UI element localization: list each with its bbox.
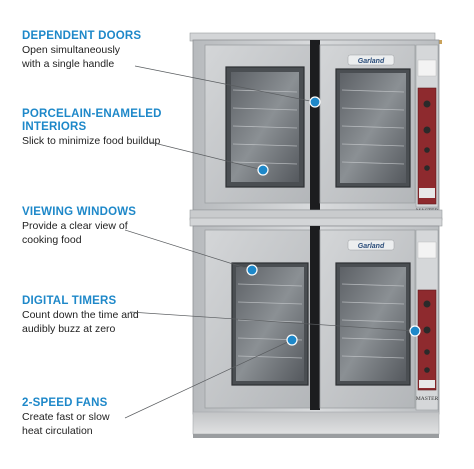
power-switch <box>424 165 430 171</box>
feature-desc-line: Provide a clear view of <box>22 220 128 232</box>
brand-logo: Garland <box>358 58 385 65</box>
feature-desc-line: Count down the time and <box>22 309 139 321</box>
model-badge: MASTER <box>416 396 439 402</box>
timer-knob <box>423 100 431 108</box>
feature-desc-line: Open simultaneously <box>22 44 121 56</box>
fan-switch <box>424 349 430 355</box>
feature-title: DIGITAL TIMERS <box>22 295 117 307</box>
callout-lines <box>124 65 416 419</box>
temperature-knob <box>423 326 431 334</box>
feature-viewing-windows: VIEWING WINDOWS Provide a clear view of … <box>22 206 197 247</box>
callout-dot-2-speed-fans <box>286 334 298 346</box>
bottom-oven: Garland MASTER <box>189 217 443 438</box>
feature-title: 2-SPEED FANS <box>22 397 108 409</box>
feature-title-line2: INTERIORS <box>22 121 87 133</box>
feature-desc-line: with a single handle <box>22 58 115 70</box>
temperature-knob <box>423 126 431 134</box>
fan-switch <box>424 147 430 153</box>
callout-dot-viewing-windows <box>246 264 258 276</box>
feature-desc-line: audibly buzz at zero <box>22 323 116 335</box>
feature-2-speed-fans: 2-SPEED FANS Create fast or slow heat ci… <box>22 397 197 438</box>
feature-desc-line: cooking food <box>22 234 82 246</box>
timer-knob <box>423 300 431 308</box>
power-switch <box>424 367 430 373</box>
callout-dot-dependent-doors <box>309 96 321 108</box>
feature-desc-line: heat circulation <box>22 425 93 437</box>
callout-dot-interiors <box>257 164 269 176</box>
feature-title: PORCELAIN-ENAMELED <box>22 108 162 120</box>
garland-logo-plate <box>347 54 395 66</box>
feature-dependent-doors: DEPENDENT DOORS Open simultaneously with… <box>22 30 197 71</box>
top-oven: Garland MASTER <box>189 32 442 214</box>
feature-digital-timers: DIGITAL TIMERS Count down the time and a… <box>22 295 197 336</box>
garland-logo-plate <box>347 239 395 251</box>
feature-title: VIEWING WINDOWS <box>22 206 137 218</box>
feature-porcelain-interiors: PORCELAIN-ENAMELED INTERIORS Slick to mi… <box>22 108 197 148</box>
feature-desc-line: Create fast or slow <box>22 411 110 423</box>
feature-title: DEPENDENT DOORS <box>22 30 142 42</box>
callout-dots <box>246 96 421 346</box>
brand-logo: Garland <box>358 243 385 250</box>
callout-dot-digital-timers <box>409 325 421 337</box>
feature-desc-line: Slick to minimize food buildup <box>22 135 161 147</box>
